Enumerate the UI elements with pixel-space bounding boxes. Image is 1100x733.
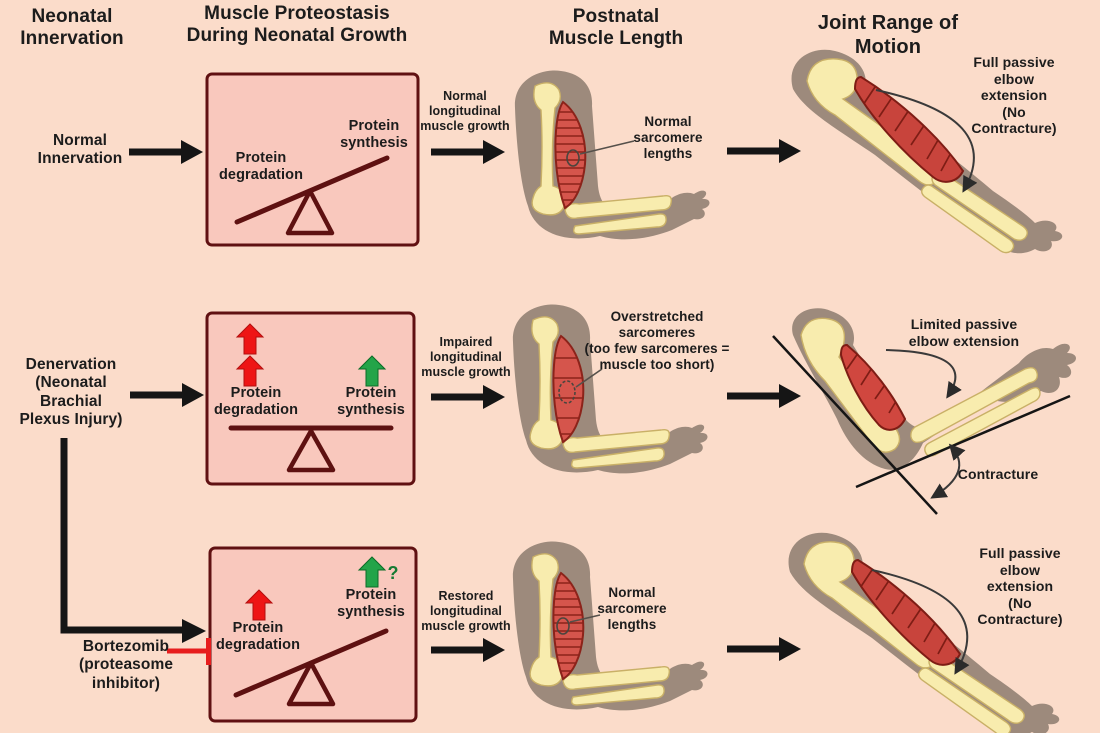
arrow-innervation-row2 xyxy=(130,383,204,407)
sarcomere-circle-row1 xyxy=(566,149,580,167)
proteostasis-box-3 xyxy=(208,546,418,723)
label-synthesis-question-mark: ? xyxy=(387,563,399,583)
label-sarcomere-row2: Overstretched sarcomeres (too few sarcom… xyxy=(584,309,730,372)
header-muscle-proteostasis: Muscle Proteostasis During Neonatal Grow… xyxy=(186,3,408,47)
sarcomere-pointer-row1 xyxy=(579,140,635,155)
limited-rom-arc xyxy=(885,349,962,399)
forearm-tangent-line xyxy=(855,394,1071,489)
sarcomere-pointer-row2 xyxy=(575,368,603,388)
seesaw-row1 xyxy=(234,155,390,236)
label-contracture: Contracture xyxy=(957,466,1039,482)
rom-arc-row1 xyxy=(875,89,978,193)
sarcomere-circle-row3 xyxy=(556,617,570,635)
label-denervation: Denervation (Neonatal Brachial Plexus In… xyxy=(19,356,123,428)
label-protein-synthesis-row3: Protein synthesis xyxy=(337,587,405,621)
label-growth-row2: Impaired longitudinal muscle growth xyxy=(421,335,511,379)
arrow-outcome-row1 xyxy=(727,139,801,163)
label-outcome-row2: Limited passive elbow extension xyxy=(908,316,1020,349)
label-protein-degradation-row3: Protein degradation xyxy=(215,620,301,654)
arrow-growth-row1 xyxy=(431,140,505,164)
label-sarcomere-row1: Normal sarcomere lengths xyxy=(633,114,703,161)
arrow-outcome-row3 xyxy=(727,637,801,661)
bent-arm-row2 xyxy=(512,303,709,475)
arrow-innervation-row1 xyxy=(129,140,203,164)
label-growth-row1: Normal longitudinal muscle growth xyxy=(420,89,510,133)
label-protein-synthesis-row2: Protein synthesis xyxy=(337,385,405,419)
label-bortezomib: Bortezomib (proteasome inhibitor) xyxy=(78,638,174,692)
header-postnatal-muscle-length: Postnatal Muscle Length xyxy=(548,6,684,50)
label-normal-innervation: Normal Innervation xyxy=(37,132,123,168)
label-sarcomere-row3: Normal sarcomere lengths xyxy=(597,585,667,632)
label-outcome-row1: Full passive elbow extension (No Contrac… xyxy=(971,54,1057,137)
label-outcome-row3: Full passive elbow extension (No Contrac… xyxy=(977,545,1063,628)
arrow-outcome-row2 xyxy=(727,384,801,408)
proteostasis-box-2 xyxy=(205,311,416,486)
header-neonatal-innervation: Neonatal Innervation xyxy=(20,6,124,50)
bent-arm-row3 xyxy=(512,540,709,712)
label-protein-synthesis-row1: Protein synthesis xyxy=(340,118,408,152)
rom-arc-row3 xyxy=(871,569,970,675)
upper-arm-tangent-line xyxy=(772,335,938,515)
label-protein-degradation-row1: Protein degradation xyxy=(218,150,304,184)
denervation-bortezomib-connector xyxy=(60,438,206,643)
arrow-growth-row3 xyxy=(431,638,505,662)
arrow-growth-row2 xyxy=(431,385,505,409)
sarcomere-pointer-row3 xyxy=(569,614,601,623)
proteostasis-box-1 xyxy=(205,72,420,247)
sarcomere-circle-row2 xyxy=(558,380,576,404)
label-protein-degradation-row2: Protein degradation xyxy=(213,385,299,419)
seesaw-row2 xyxy=(228,425,394,473)
header-joint-range-of-motion: Joint Range of Motion xyxy=(817,12,959,58)
label-growth-row3: Restored longitudinal muscle growth xyxy=(421,589,511,633)
seesaw-row3 xyxy=(233,628,389,707)
contracture-angle-arc xyxy=(930,443,966,499)
bent-arm-row1 xyxy=(514,69,711,241)
bortezomib-inhibition-bar xyxy=(167,638,211,665)
